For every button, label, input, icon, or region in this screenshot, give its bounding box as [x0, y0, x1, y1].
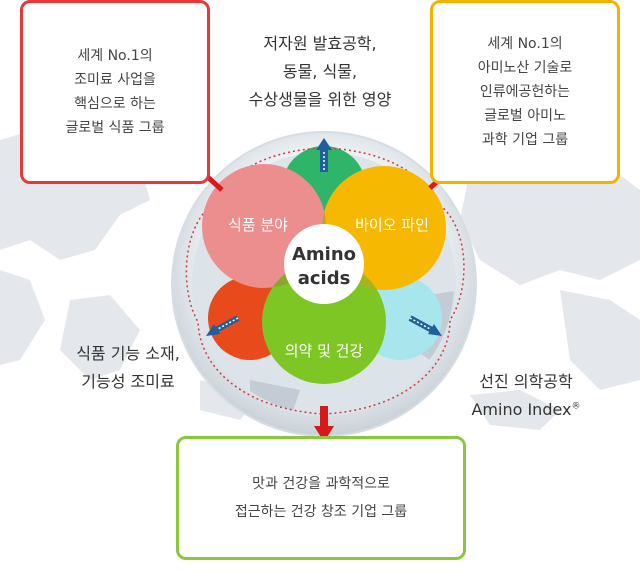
- food-group-text: 세계 No.1의 조미료 사업을 핵심으로 하는 글로벌 식품 그룹: [65, 48, 165, 136]
- health-creation-text: 맛과 건강을 과학적으로 접근하는 건강 창조 기업 그룹: [234, 476, 408, 520]
- medical-engineering-text: 선진 의학공학 Amino Index: [471, 372, 573, 419]
- arrow-right-blue: [408, 315, 442, 336]
- bio-circle-label: 바이오 파인: [355, 216, 429, 234]
- arrow-down-red: [314, 406, 334, 442]
- pharma-circle: [262, 260, 386, 384]
- amino-science-box: 세계 No.1의 아미노산 기술로 인류에공헌하는 글로벌 아미노 과학 기업 …: [430, 0, 620, 184]
- food-group-box: 세계 No.1의 조미료 사업을 핵심으로 하는 글로벌 식품 그룹: [20, 0, 210, 184]
- nutrition-label: 저자원 발효공학, 동물, 식물, 수상생물을 위한 영양: [248, 34, 392, 109]
- pharma-circle-label: 의약 및 건강: [285, 342, 364, 360]
- center-label-line2: acids: [298, 268, 351, 289]
- food-function-label: 식품 기능 소재, 기능성 조미료: [76, 344, 180, 391]
- center-circle: [284, 224, 364, 304]
- center-label-line1: Amino: [292, 244, 356, 265]
- arrow-left-blue: [206, 315, 240, 336]
- amino-science-text: 세계 No.1의 아미노산 기술로 인류에공헌하는 글로벌 아미노 과학 기업 …: [477, 36, 573, 148]
- health-creation-box: 맛과 건강을 과학적으로 접근하는 건강 창조 기업 그룹: [176, 436, 466, 560]
- registered-mark: ®: [571, 401, 581, 412]
- medical-engineering-label: 선진 의학공학 Amino Index®: [446, 340, 606, 424]
- arrow-up-blue: [316, 138, 332, 172]
- food-circle-label: 식품 분야: [228, 216, 288, 234]
